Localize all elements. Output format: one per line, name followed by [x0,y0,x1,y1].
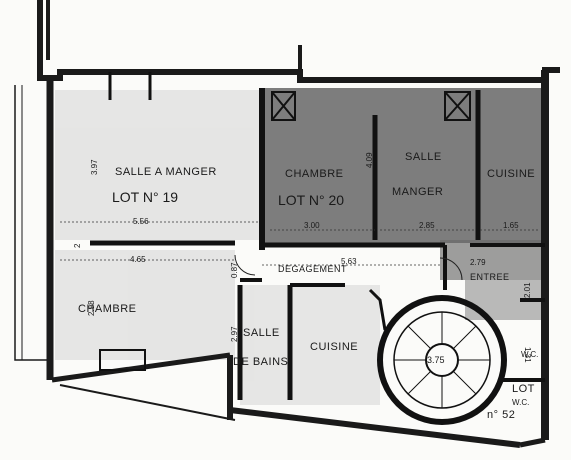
label-lot-19: LOT N° 19 [112,189,178,205]
dimension-lines [60,221,540,266]
room-labels: SALLE A MANGER LOT N° 19 CHAMBRE SALLE D… [78,151,538,421]
interior-walls [90,72,545,400]
label-entree: ENTREE [470,272,510,282]
dim-2-01: 2.01 [523,282,532,298]
label-salle-20: SALLE [405,151,442,163]
label-salle-de-bains-1: SALLE [243,327,280,339]
spiral-staircase [368,288,507,425]
label-lot-52-a: LOT [512,383,535,395]
chimney-symbols [271,91,471,121]
door-swings [234,254,463,281]
label-manger-20: MANGER [392,186,443,198]
label-chambre-20: CHAMBRE [285,168,344,180]
label-lot-52-b: n° 52 [487,409,515,421]
dimension-labels: 3.97 5.56 4.65 2.98 2.97 5.63 3.00 4.09 … [73,152,532,365]
dim-2-79: 2.79 [470,258,486,267]
dim-2-97: 2.97 [230,326,239,342]
dim-2-98: 2.98 [87,300,96,316]
label-cuisine-20: CUISINE [487,168,535,180]
dim-2-85: 2.85 [419,221,435,230]
label-cuisine-19: CUISINE [310,341,358,353]
exterior-walls [14,0,560,448]
floor-texture [55,90,380,405]
label-chambre-19: CHAMBRE [78,303,137,315]
dim-3-75: 3.75 [427,355,445,365]
dim-3-97: 3.97 [90,159,99,175]
label-wc-b: W.C. [512,398,529,407]
label-salle-a-manger: SALLE A MANGER [115,166,217,178]
dim-4-65: 4.65 [130,255,146,264]
label-lot-20: LOT N° 20 [278,192,344,208]
dim-2: 2 [73,243,82,248]
dim-1-65: 1.65 [503,221,519,230]
label-salle-de-bains-2: DE BAINS [233,356,288,368]
dim-5-56: 5.56 [133,217,149,226]
label-degagement: DEGAGEMENT [278,264,347,274]
dim-0-87: 0.87 [230,262,239,278]
dim-5-63: 5.63 [341,257,357,266]
dim-4-09: 4.09 [365,152,374,168]
dim-1-31: 1.31 [523,347,532,363]
label-wc-a: W.C. [521,350,538,359]
dim-3-00: 3.00 [304,221,320,230]
